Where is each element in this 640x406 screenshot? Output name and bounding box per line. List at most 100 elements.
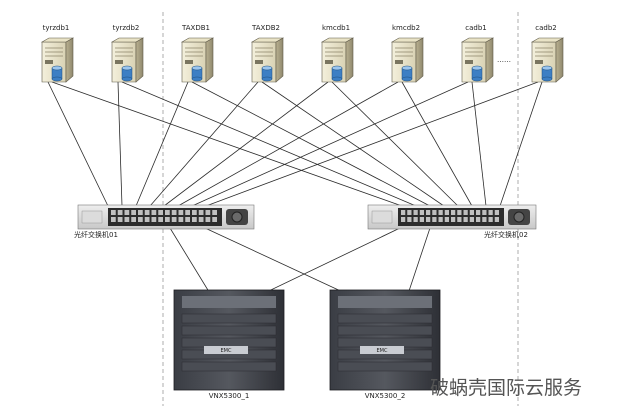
switch-port bbox=[111, 217, 116, 222]
switch-port bbox=[463, 210, 468, 215]
switch-port bbox=[444, 210, 449, 215]
switch-port bbox=[151, 210, 157, 215]
database-icon bbox=[401, 65, 413, 82]
switch-port bbox=[413, 210, 418, 215]
database-icon bbox=[121, 65, 133, 82]
fibre-switch[interactable]: 光纤交换机01 bbox=[74, 204, 255, 239]
storage-label: VNX5300_1 bbox=[209, 392, 250, 400]
fibre-links bbox=[47, 81, 543, 301]
server-label: cadb2 bbox=[535, 24, 556, 32]
switch-port bbox=[192, 210, 197, 215]
server-node[interactable]: tyrzdb1 bbox=[40, 24, 75, 83]
switch-port bbox=[171, 217, 177, 222]
switch-port bbox=[144, 217, 150, 222]
storage-array[interactable]: EMC VNX5300_1 bbox=[173, 289, 285, 400]
server-node[interactable]: cadb2 bbox=[530, 24, 565, 83]
server-label: cadb1 bbox=[465, 24, 486, 32]
switch-port bbox=[171, 210, 177, 215]
server-label: kmcdb2 bbox=[392, 24, 420, 32]
server-node[interactable]: kmcdb1 bbox=[320, 24, 355, 83]
link-line bbox=[405, 227, 431, 301]
storage-badge: EMC bbox=[221, 348, 232, 354]
storage-label: VNX5300_2 bbox=[365, 392, 406, 400]
switch-port bbox=[469, 217, 474, 222]
link-line bbox=[261, 81, 445, 207]
switch-port bbox=[117, 210, 123, 215]
switch-port bbox=[131, 210, 136, 215]
switch-label: 光纤交换机01 bbox=[74, 230, 118, 239]
switch-port bbox=[426, 217, 431, 222]
link-line bbox=[121, 81, 417, 207]
switch-port bbox=[124, 217, 130, 222]
switch-port bbox=[178, 210, 184, 215]
link-line bbox=[204, 227, 361, 301]
switch-port bbox=[444, 217, 449, 222]
switch-port bbox=[494, 217, 499, 222]
switch-port bbox=[205, 210, 211, 215]
switch-port bbox=[432, 210, 437, 215]
link-line bbox=[177, 81, 399, 207]
switch-port bbox=[438, 210, 443, 215]
switch-label: 光纤交换机02 bbox=[484, 230, 528, 239]
link-line bbox=[163, 81, 329, 207]
switch-port bbox=[151, 217, 157, 222]
switch-port bbox=[482, 210, 487, 215]
switch-port bbox=[488, 210, 493, 215]
switch-port bbox=[138, 217, 143, 222]
server-label: tyrzdb2 bbox=[113, 24, 140, 32]
switch-port bbox=[413, 217, 418, 222]
link-line bbox=[149, 81, 259, 207]
switch-port bbox=[158, 217, 163, 222]
link-line bbox=[169, 227, 215, 301]
switch-port bbox=[476, 210, 481, 215]
switch-port bbox=[407, 210, 412, 215]
switch-port bbox=[212, 210, 217, 215]
server-node[interactable]: TAXDB1 bbox=[180, 24, 215, 83]
watermark: 破蜗壳国际云服务 bbox=[430, 377, 583, 399]
switch-port bbox=[165, 210, 170, 215]
link-line bbox=[47, 81, 109, 207]
server-row: tyrzdb1 tyrzdb2 TAXDB1 TAXDB2 kmcdb1 kmcdb2 ca… bbox=[40, 24, 565, 83]
server-node[interactable]: tyrzdb2 bbox=[110, 24, 145, 83]
link-line bbox=[191, 81, 431, 207]
link-line bbox=[331, 81, 459, 207]
switch-port bbox=[401, 217, 406, 222]
switch-port bbox=[457, 210, 462, 215]
switch-port bbox=[426, 210, 431, 215]
switch-port bbox=[463, 217, 468, 222]
database-icon bbox=[471, 65, 483, 82]
link-line bbox=[205, 81, 539, 207]
database-icon bbox=[51, 65, 63, 82]
server-node[interactable]: cadb1 bbox=[460, 24, 495, 83]
server-label: tyrzdb1 bbox=[43, 24, 70, 32]
switch-port bbox=[178, 217, 184, 222]
switch-port bbox=[432, 217, 437, 222]
switch-port bbox=[111, 210, 116, 215]
switch-port bbox=[198, 217, 204, 222]
database-icon bbox=[541, 65, 553, 82]
link-line bbox=[51, 81, 403, 207]
switch-port bbox=[138, 210, 143, 215]
switch-port bbox=[457, 217, 462, 222]
database-icon bbox=[191, 65, 203, 82]
fibre-switch[interactable]: 光纤交换机02 bbox=[367, 204, 537, 239]
switch-port bbox=[407, 217, 412, 222]
server-label: TAXDB1 bbox=[181, 24, 210, 32]
link-line bbox=[249, 227, 401, 301]
server-label: kmcdb1 bbox=[322, 24, 350, 32]
switch-port bbox=[451, 210, 456, 215]
server-node[interactable]: TAXDB2 bbox=[250, 24, 285, 83]
switch-port bbox=[198, 210, 204, 215]
switch-port bbox=[185, 210, 190, 215]
ellipsis-label: …… bbox=[497, 56, 511, 64]
switch-row: 光纤交换机01 光纤交换机02 bbox=[74, 204, 537, 239]
switch-port bbox=[419, 210, 424, 215]
server-label: TAXDB2 bbox=[251, 24, 280, 32]
switch-port bbox=[451, 217, 456, 222]
server-node[interactable]: kmcdb2 bbox=[390, 24, 425, 83]
link-line bbox=[471, 81, 487, 207]
link-line bbox=[191, 81, 469, 207]
